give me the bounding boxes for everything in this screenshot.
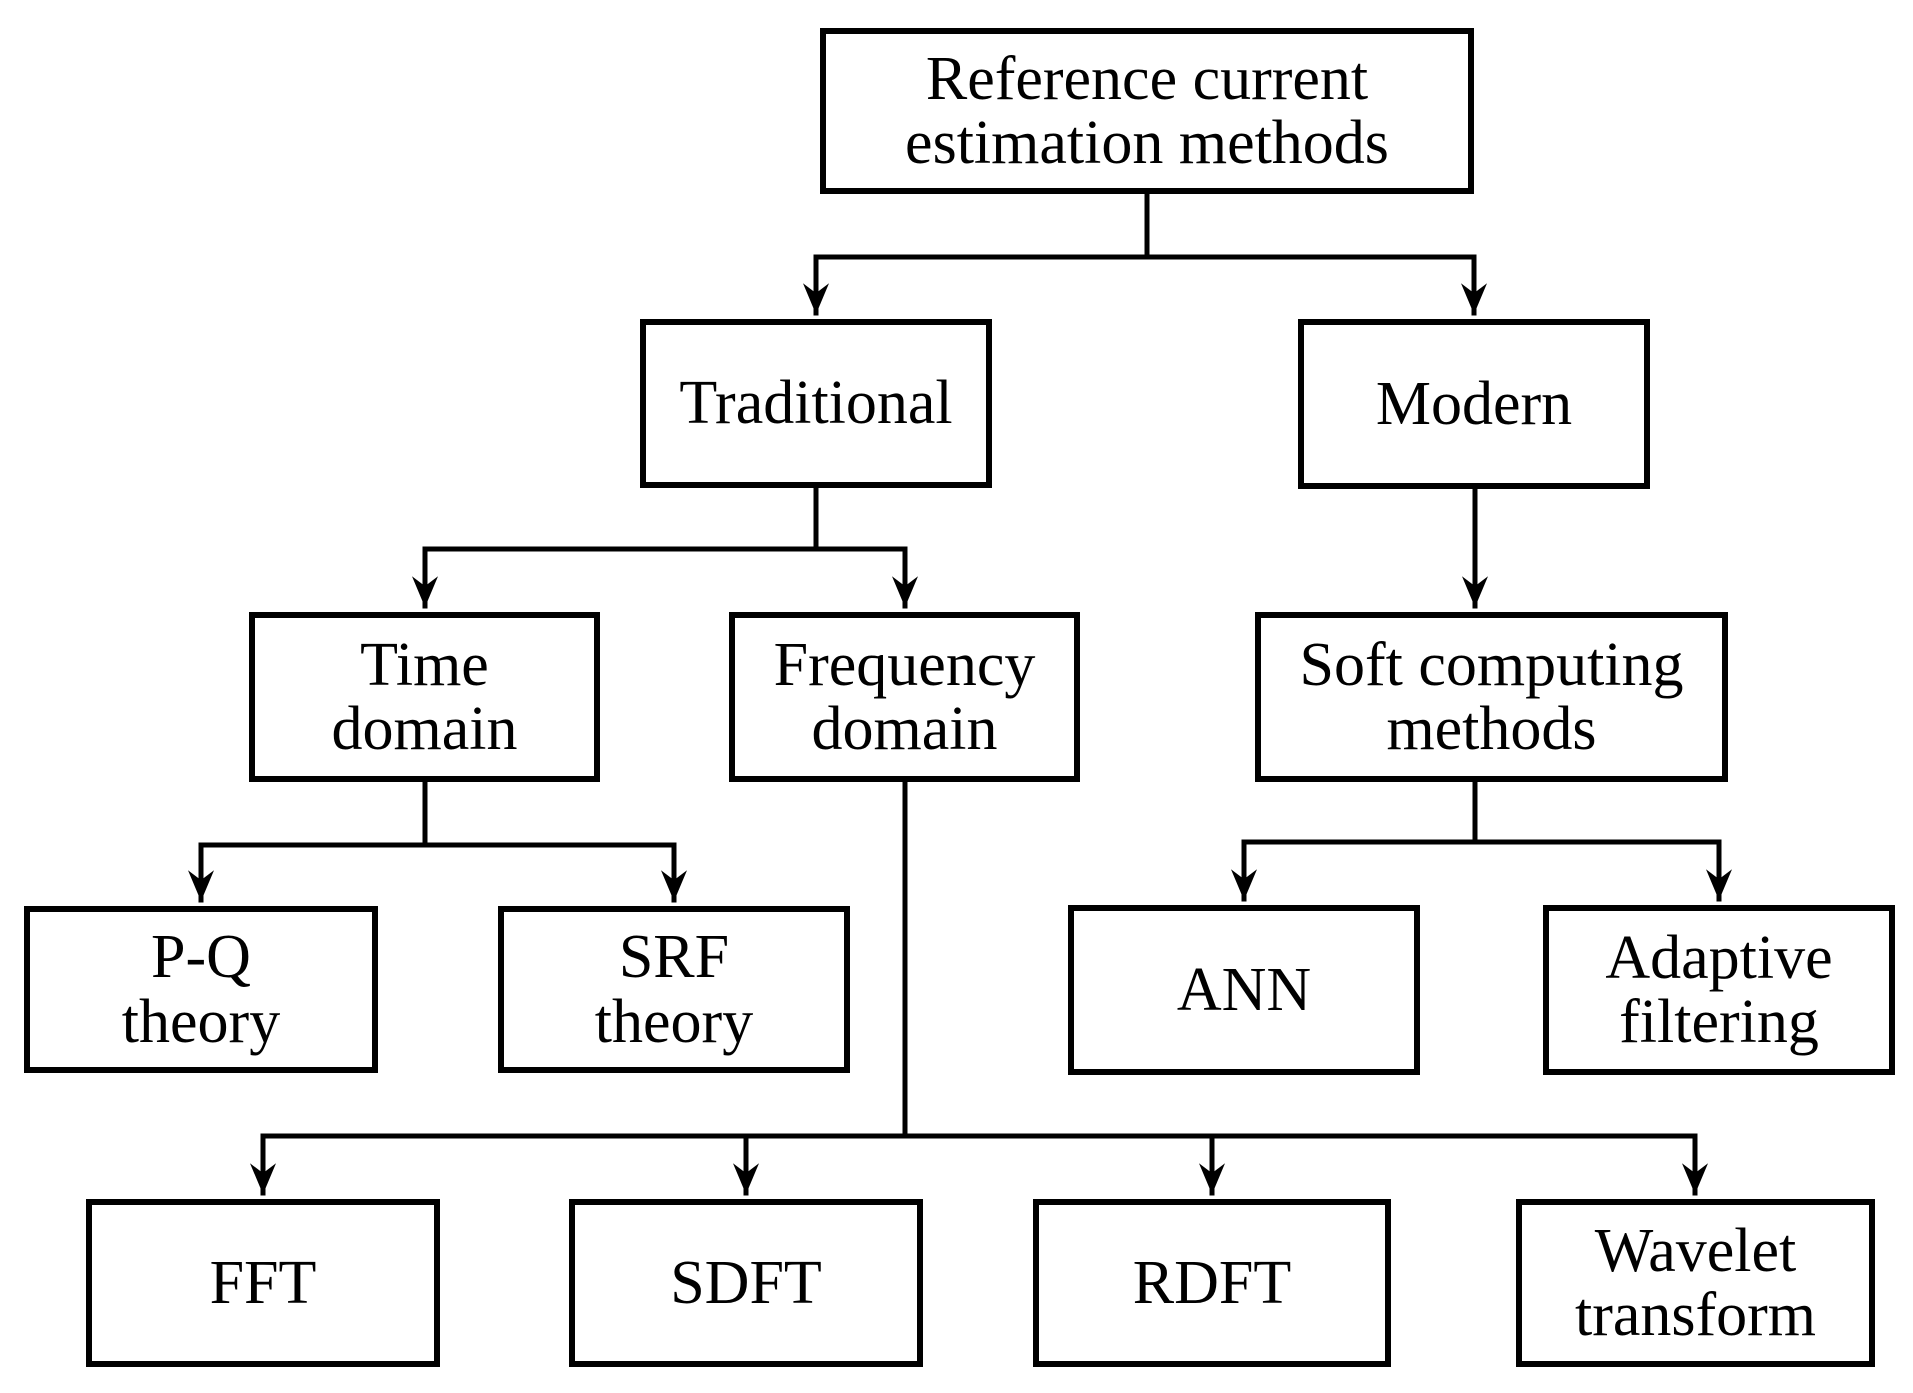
- edge-traditional-split: [422, 485, 908, 552]
- node-wavelet-transform: Wavelet transform: [1516, 1199, 1875, 1367]
- node-soft-computing-methods: Soft computing methods: [1255, 612, 1728, 782]
- node-adaptive-filtering: Adaptive filtering: [1543, 905, 1895, 1075]
- node-reference-current-estimation-methods: Reference current estimation methods: [820, 28, 1474, 194]
- node-frequency-domain: Frequency domain: [729, 612, 1080, 782]
- node-ann: ANN: [1068, 905, 1420, 1075]
- node-pq-theory: P-Q theory: [24, 906, 378, 1073]
- edge-soft-split: [1241, 779, 1722, 845]
- edge-frequency-split: [260, 779, 1698, 1139]
- edge-root-split: [813, 191, 1477, 260]
- edge-time-split: [198, 779, 677, 848]
- node-traditional: Traditional: [640, 319, 992, 488]
- node-srf-theory: SRF theory: [498, 906, 850, 1073]
- node-rdft: RDFT: [1033, 1199, 1391, 1367]
- node-time-domain: Time domain: [249, 612, 600, 782]
- node-sdft: SDFT: [569, 1199, 923, 1367]
- node-modern: Modern: [1298, 319, 1650, 489]
- node-fft: FFT: [86, 1199, 440, 1367]
